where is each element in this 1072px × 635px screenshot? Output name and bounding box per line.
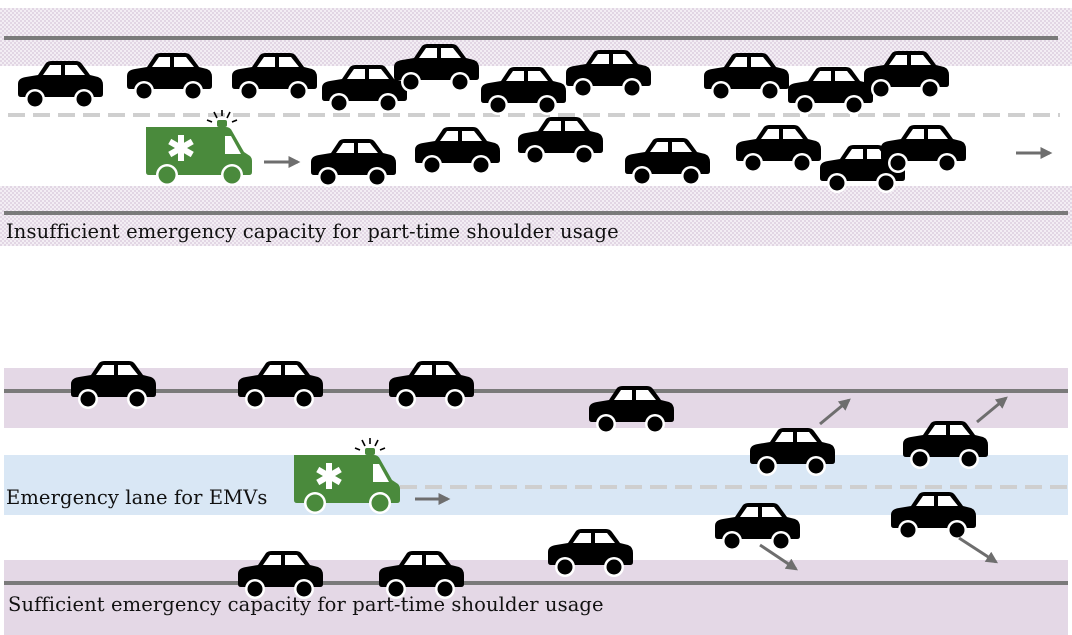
bottom-shoulder-upper [4,368,1068,428]
car-icon [518,117,603,165]
car-icon [415,127,500,175]
car-icon [788,67,873,115]
bottom-shoulder-lower [4,560,1068,635]
top-caption: Insufficient emergency capacity for part… [6,220,619,243]
arrow-icon [759,543,798,571]
arrow-icon [958,536,999,564]
bottom-panel [4,361,1068,635]
car-icon [311,139,396,187]
top-panel [0,8,1072,246]
arrow-icon [976,396,1008,424]
top-shoulder-lower [0,186,1072,246]
emergency-lane-label: Emergency lane for EMVs [6,486,268,509]
ambulance-icon [293,438,401,515]
car-icon [481,67,566,115]
car-icon [736,125,821,173]
car-icon [18,61,103,109]
car-icon [625,138,710,186]
car-icon [881,125,966,173]
arrow-icon [819,398,851,426]
bottom-caption: Sufficient emergency capacity for part-t… [8,593,604,616]
ambulance-icon [145,110,253,187]
